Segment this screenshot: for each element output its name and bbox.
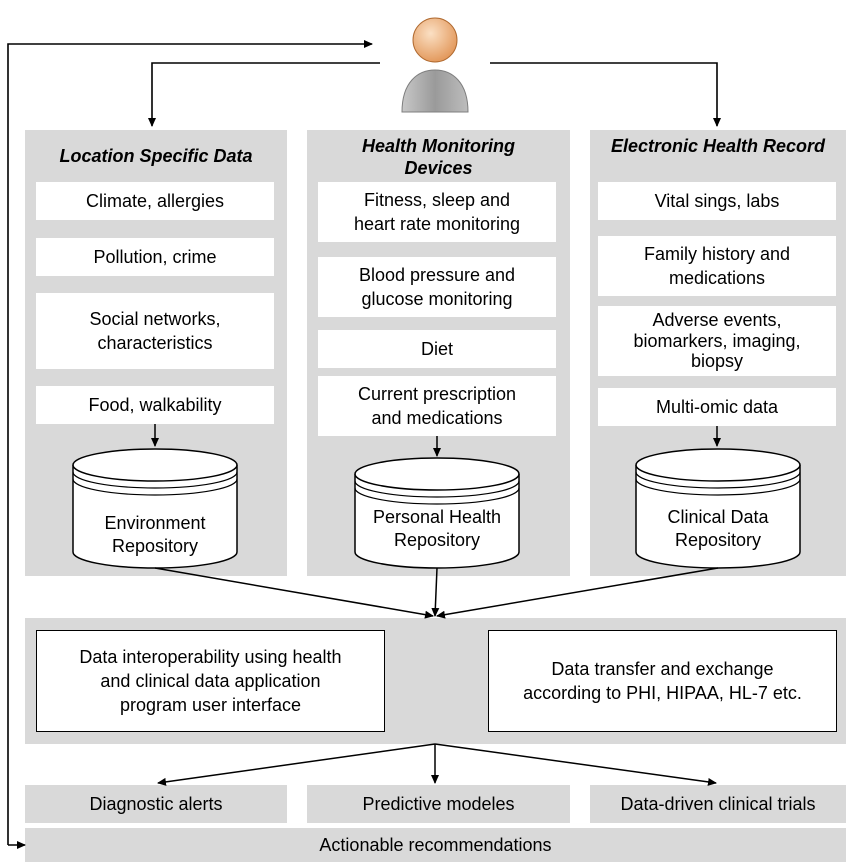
blood-pressure-box: Blood pressure and glucose monitoring [318,257,556,317]
ehr-title: Electronic Health Record [610,136,826,156]
clinical-trials-panel [590,785,846,823]
interop-to-diagnostic-arrow [157,743,436,786]
adverse-events-box: Adverse events, biomarkers, imaging, bio… [598,306,836,376]
feedback-loop-arrow [7,40,373,845]
user-icon [401,17,469,113]
diagnostic-alerts-label: Diagnostic alerts [89,793,223,814]
environment-to-interop-arrow [154,567,434,619]
social-networks-box: Social networks, characteristics [36,293,274,369]
fitness-sleep-box: Fitness, sleep and heart rate monitoring [318,182,556,242]
clinical-data-repository-label: Clinical Data Repository [667,507,769,551]
clinical-to-interop-arrow [436,567,719,619]
environment-repository-label: Environment Repository [104,513,206,557]
data-transfer-box: Data transfer and exchange according to … [488,630,837,732]
current-prescription-box: Current prescription and medications [318,376,556,436]
multi-omic-box: Multi-omic data [598,388,836,426]
health-devices-title: Health Monitoring Devices [362,136,515,178]
pollution-crime-box: Pollution, crime [36,238,274,276]
vital-signs-box: Vital sings, labs [598,182,836,220]
user-to-ehr-arrow [490,62,721,127]
diet-box: Diet [318,330,556,368]
personal-to-interop-arrow [431,567,440,617]
clinical-data-repository-cylinder [635,448,801,569]
personal-health-repository-label: Personal Health Repository [372,507,502,551]
actionable-recommendations-label: Actionable recommendations [319,834,552,855]
user-to-location-arrow [148,62,380,127]
food-walkability-box: Food, walkability [36,386,274,424]
environment-repository-cylinder [72,448,238,569]
clinical-trials-label: Data-driven clinical trials [620,793,816,814]
diagnostic-alerts-panel [25,785,287,823]
climate-allergies-box: Climate, allergies [36,182,274,220]
personal-health-repository-cylinder [354,457,520,569]
location-title: Location Specific Data [59,146,253,166]
interoperability-box: Data interoperability using health and c… [36,630,385,732]
predictive-models-label: Predictive modeles [362,793,515,814]
interop-to-trials-arrow [434,743,717,786]
actionable-recommendations-panel [25,828,846,862]
family-history-box: Family history and medications [598,236,836,296]
predictive-models-panel [307,785,570,823]
